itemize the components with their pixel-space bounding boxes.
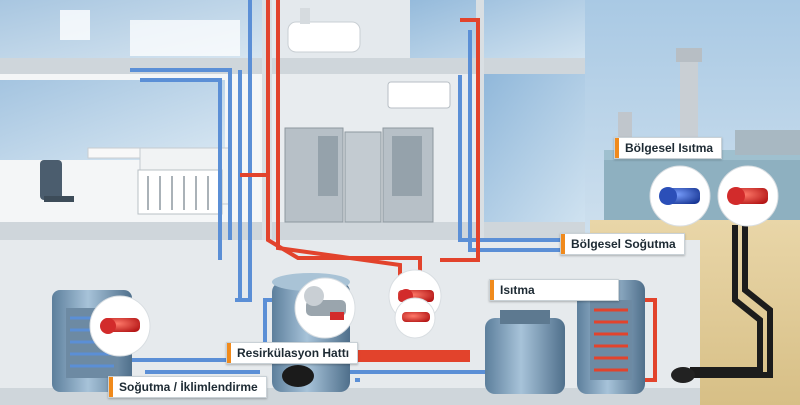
- label-cooling-ac: Soğutma / İklimlendirme: [108, 376, 267, 398]
- pump-left: [89, 295, 151, 357]
- pump-district-heating: [717, 165, 779, 227]
- sink: [287, 8, 361, 53]
- label-district-heating: Bölgesel Isıtma: [614, 137, 723, 159]
- pump-district-cooling: [649, 165, 711, 227]
- office-furniture: [40, 10, 240, 215]
- pump-recirculation: [294, 277, 356, 339]
- control-cabinets: [284, 127, 434, 223]
- label-recirculation-line: Resirkülasyon Hattı: [226, 342, 359, 364]
- heating-tank: [577, 280, 645, 394]
- label-heating: Isıtma: [489, 279, 619, 301]
- cold-pipes: [120, 0, 560, 382]
- boiler: [485, 310, 565, 394]
- pump-heating-secondary: [394, 297, 436, 339]
- pipe-end: [671, 367, 695, 383]
- label-district-cooling: Bölgesel Soğutma: [560, 233, 685, 255]
- district-pipes: [678, 225, 773, 378]
- ac-unit: [387, 81, 451, 109]
- recirculation-pipe: [330, 350, 470, 362]
